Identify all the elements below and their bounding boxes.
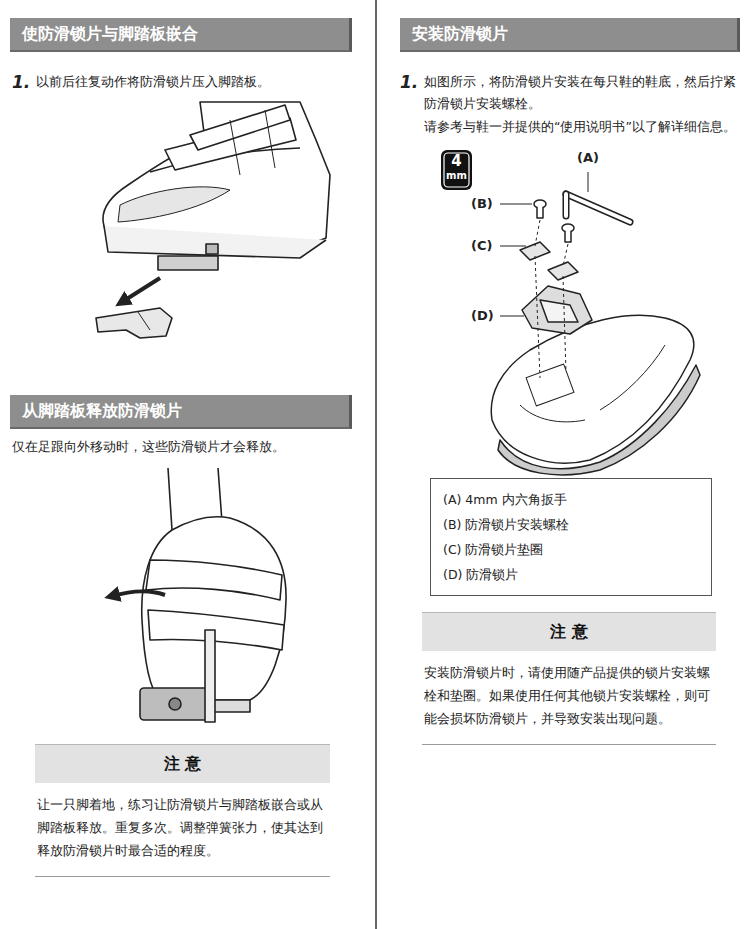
column-divider — [375, 0, 377, 929]
caution-heading: 注 意 — [35, 744, 330, 783]
callout-letter: (A) — [576, 150, 600, 166]
instruction-text: 仅在足跟向外移动时，这些防滑锁片才会释放。 — [12, 436, 352, 458]
caution-heading: 注 意 — [422, 612, 716, 651]
callout-letter: (C) — [470, 238, 493, 254]
table-row: (A) 4mm 内六角扳手 — [443, 487, 699, 512]
header-text: 从脚踏板释放防滑锁片 — [22, 395, 337, 427]
callout-letter: (B) — [470, 196, 494, 212]
table-row: (D) 防滑锁片 — [443, 562, 699, 587]
instruction-text: 以前后往复动作将防滑锁片压入脚踏板。 — [36, 71, 352, 93]
icon-text: 4 — [441, 153, 472, 170]
hex-key-icon — [441, 150, 472, 190]
callout-letter: (D) — [470, 308, 495, 324]
step-number: 1. — [12, 71, 36, 93]
step-number: 1. — [400, 71, 424, 93]
caution-text: 安装防滑锁片时，请使用随产品提供的锁片安装螺栓和垫圈。如果使用任何其他锁片安装螺… — [422, 651, 716, 744]
caution-box: 注 意安装防滑锁片时，请使用随产品提供的锁片安装螺栓和垫圈。如果使用任何其他锁片… — [422, 612, 716, 745]
header-text: 使防滑锁片与脚踏板嵌合 — [22, 18, 337, 50]
table-row: (B) 防滑锁片安装螺栓 — [443, 512, 699, 537]
parts-table: (A) 4mm 内六角扳手(B) 防滑锁片安装螺栓(C) 防滑锁片垫圈(D) 防… — [430, 478, 712, 596]
shoe-engage-figure — [96, 102, 330, 338]
icon-text: mm — [441, 170, 472, 182]
table-row: (C) 防滑锁片垫圈 — [443, 537, 699, 562]
shoe-release-figure — [112, 468, 286, 722]
caution-text: 让一只脚着地，练习让防滑锁片与脚踏板嵌合或从脚踏板释放。重复多次。调整弹簧张力，… — [35, 783, 330, 876]
section-header: 使防滑锁片与脚踏板嵌合 — [10, 18, 352, 52]
instruction-text: 请参考与鞋一并提供的“使用说明书”以了解详细信息。 — [424, 116, 744, 138]
header-text: 安装防滑锁片 — [412, 18, 725, 50]
section-header: 从脚踏板释放防滑锁片 — [10, 395, 352, 429]
caution-box: 注 意让一只脚着地，练习让防滑锁片与脚踏板嵌合或从脚踏板释放。重复多次。调整弹簧… — [35, 744, 330, 877]
instruction-text: 如图所示，将防滑锁片安装在每只鞋的鞋底，然后拧紧防滑锁片安装螺栓。 — [424, 71, 744, 115]
cleat-install-figure — [491, 172, 700, 475]
section-header: 安装防滑锁片 — [400, 18, 740, 52]
